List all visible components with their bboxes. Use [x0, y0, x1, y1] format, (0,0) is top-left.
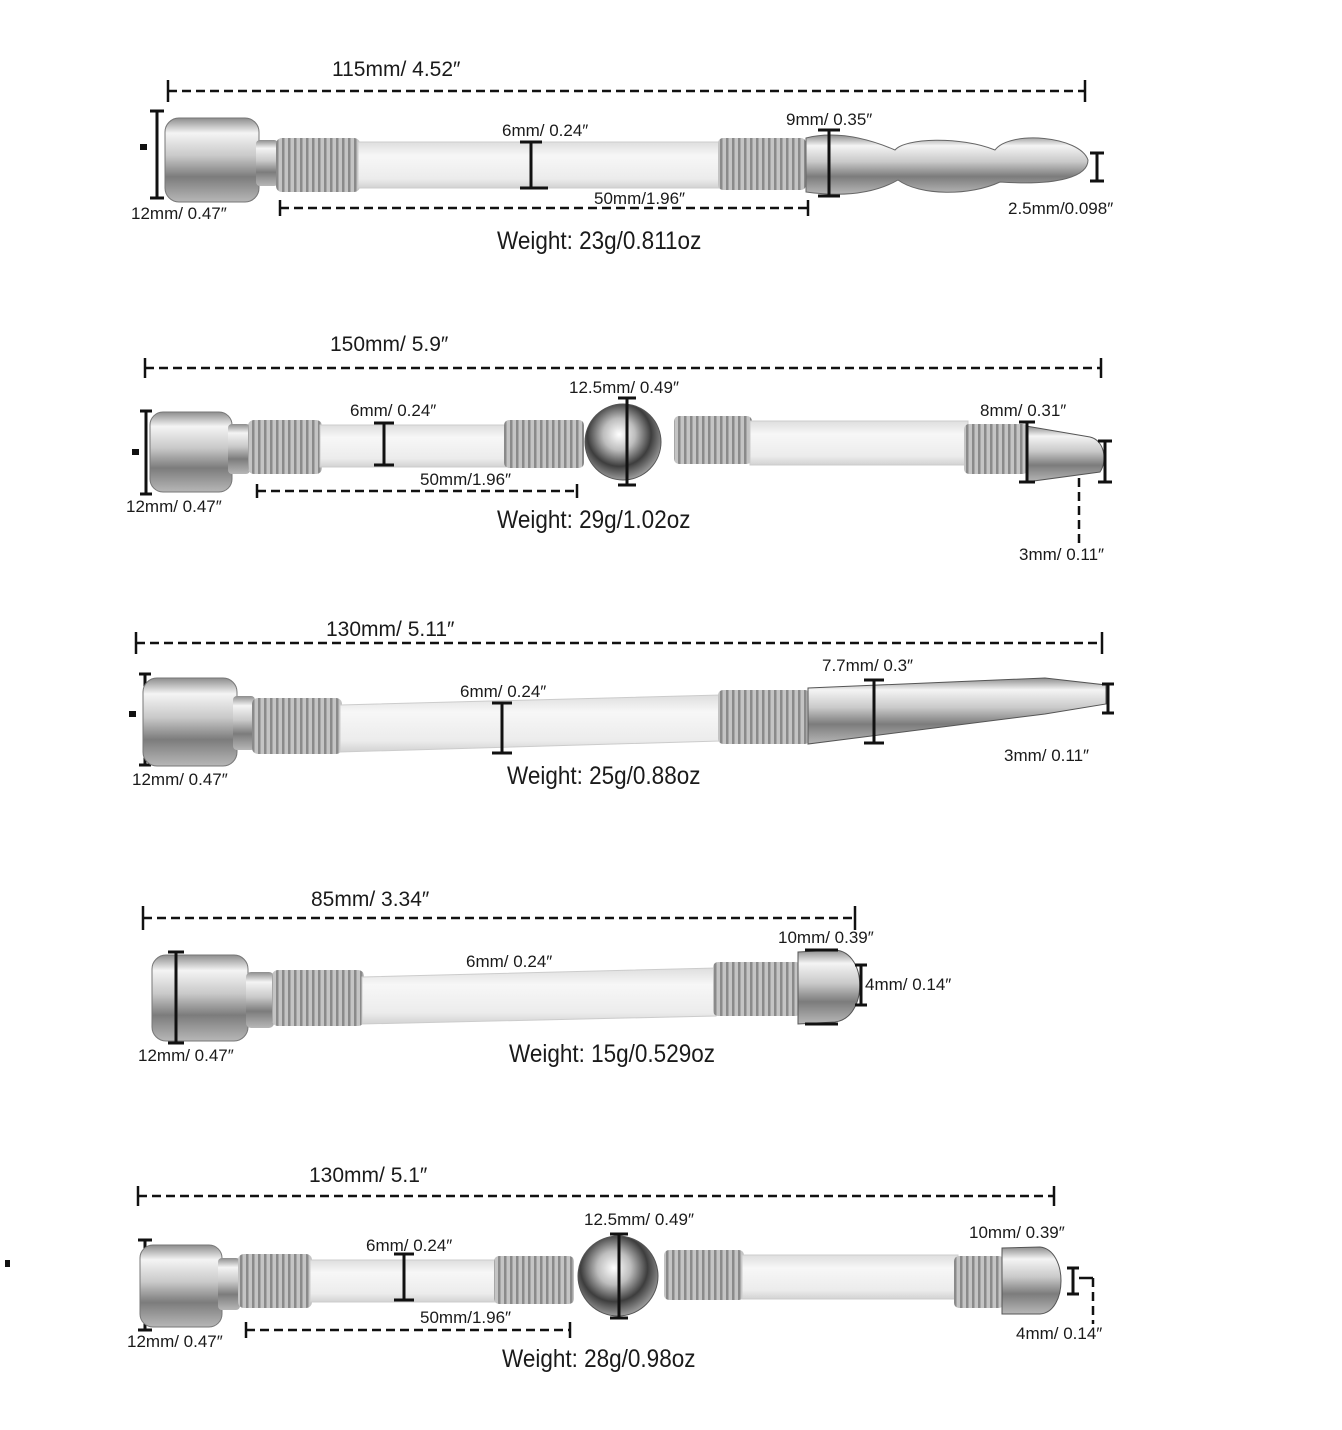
item-3-cap-label: 12mm/ 0.47″ — [132, 770, 228, 789]
item-2-weight-label: Weight: 29g/1.02oz — [497, 506, 691, 534]
item-2-span-label: 50mm/1.96″ — [420, 470, 512, 489]
item-3-weight-label: Weight: 25g/0.88oz — [507, 762, 701, 790]
item-2-shaft-label: 6mm/ 0.24″ — [350, 401, 437, 420]
item-4-length-label: 85mm/ 3.34″ — [311, 888, 430, 911]
item-5-length-label: 130mm/ 5.1″ — [309, 1164, 428, 1187]
item-1-shaft-label: 6mm/ 0.24″ — [502, 121, 589, 140]
item-2-ball-label: 12.5mm/ 0.49″ — [569, 378, 679, 397]
item-4-tip-width-label: 10mm/ 0.39″ — [778, 928, 874, 947]
item-2-tip-end-label: 3mm/ 0.11″ — [1019, 545, 1105, 564]
probe-1 — [140, 109, 1104, 203]
item-4-tip-end-label: 4mm/ 0.14″ — [865, 975, 952, 994]
item-1-length-label: 115mm/ 4.52″ — [332, 58, 461, 81]
item-1-tip-width-label: 9mm/ 0.35″ — [786, 110, 873, 129]
item-1-cap-label: 12mm/ 0.47″ — [131, 204, 227, 223]
item-5-tip-end-label: 4mm/ 0.14″ — [1016, 1324, 1103, 1343]
probe-5 — [5, 1232, 1093, 1332]
item-4-weight-label: Weight: 15g/0.529oz — [509, 1040, 715, 1068]
item-2-tip-width-label: 8mm/ 0.31″ — [980, 401, 1067, 420]
item-3-tip-width-label: 7.7mm/ 0.3″ — [822, 656, 914, 675]
item-3-length-label: 130mm/ 5.11″ — [326, 618, 455, 641]
item-2-cap-label: 12mm/ 0.47″ — [126, 497, 222, 516]
probe-4 — [151, 948, 867, 1045]
item-5-cap-label: 12mm/ 0.47″ — [127, 1332, 223, 1351]
item-5-span-label: 50mm/1.96″ — [420, 1308, 512, 1327]
item-1-weight-label: Weight: 23g/0.811oz — [497, 227, 702, 255]
item-1-span-label: 50mm/1.96″ — [594, 189, 686, 208]
item-5-shaft-label: 6mm/ 0.24″ — [366, 1236, 453, 1255]
item-5-ball-label: 12.5mm/ 0.49″ — [584, 1210, 694, 1229]
item-1-tip-end-label: 2.5mm/0.098″ — [1008, 199, 1114, 218]
probe-2 — [132, 396, 1112, 496]
item-3-tip-end-label: 3mm/ 0.11″ — [1004, 746, 1090, 765]
item-4-shaft-label: 6mm/ 0.24″ — [466, 952, 553, 971]
dimension-ticks — [134, 80, 1104, 1338]
item-5-tip-width-label: 10mm/ 0.39″ — [969, 1223, 1065, 1242]
probe-3 — [129, 672, 1114, 767]
item-3-shaft-label: 6mm/ 0.24″ — [460, 682, 547, 701]
item-2-length-label: 150mm/ 5.9″ — [330, 333, 449, 356]
item-5-weight-label: Weight: 28g/0.98oz — [502, 1345, 696, 1373]
item-4-cap-label: 12mm/ 0.47″ — [138, 1046, 234, 1065]
